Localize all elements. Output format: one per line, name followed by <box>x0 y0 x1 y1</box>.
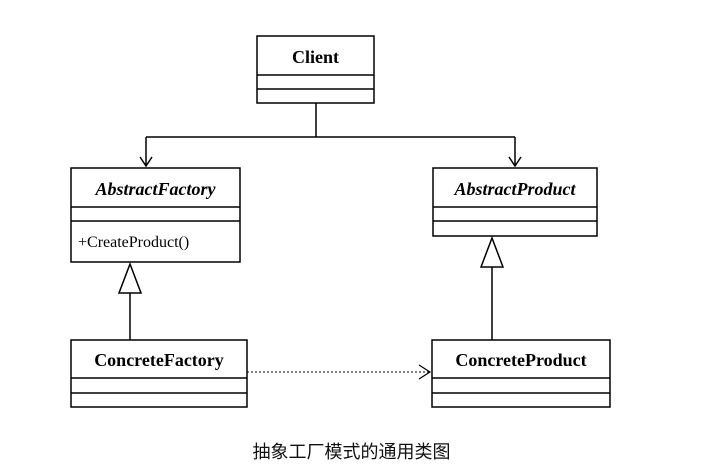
abstract-product-name: AbstractProduct <box>453 179 576 199</box>
dependency-arrowhead <box>418 364 432 380</box>
concrete-product-name: ConcreteProduct <box>455 350 586 370</box>
create-dependency-edge <box>247 364 432 380</box>
client-name: Client <box>292 47 339 67</box>
class-abstract-product: AbstractProduct <box>432 167 598 237</box>
inheritance-triangle-factory <box>117 261 143 294</box>
concrete-factory-name: ConcreteFactory <box>94 350 224 370</box>
create-product-method: +CreateProduct() <box>78 234 189 251</box>
class-concrete-factory: ConcreteFactory <box>70 339 248 408</box>
inheritance-triangle-product <box>479 235 505 268</box>
client-dependency-edges <box>139 103 522 168</box>
class-abstract-factory: AbstractFactory +CreateProduct() <box>70 167 241 263</box>
abstract-factory-name: AbstractFactory <box>95 179 217 199</box>
class-client: Client <box>256 35 375 104</box>
generalization-product-edge <box>479 235 505 340</box>
class-concrete-product: ConcreteProduct <box>431 339 611 408</box>
generalization-factory-edge <box>117 261 143 340</box>
diagram-caption: 抽象工厂模式的通用类图 <box>252 442 451 463</box>
